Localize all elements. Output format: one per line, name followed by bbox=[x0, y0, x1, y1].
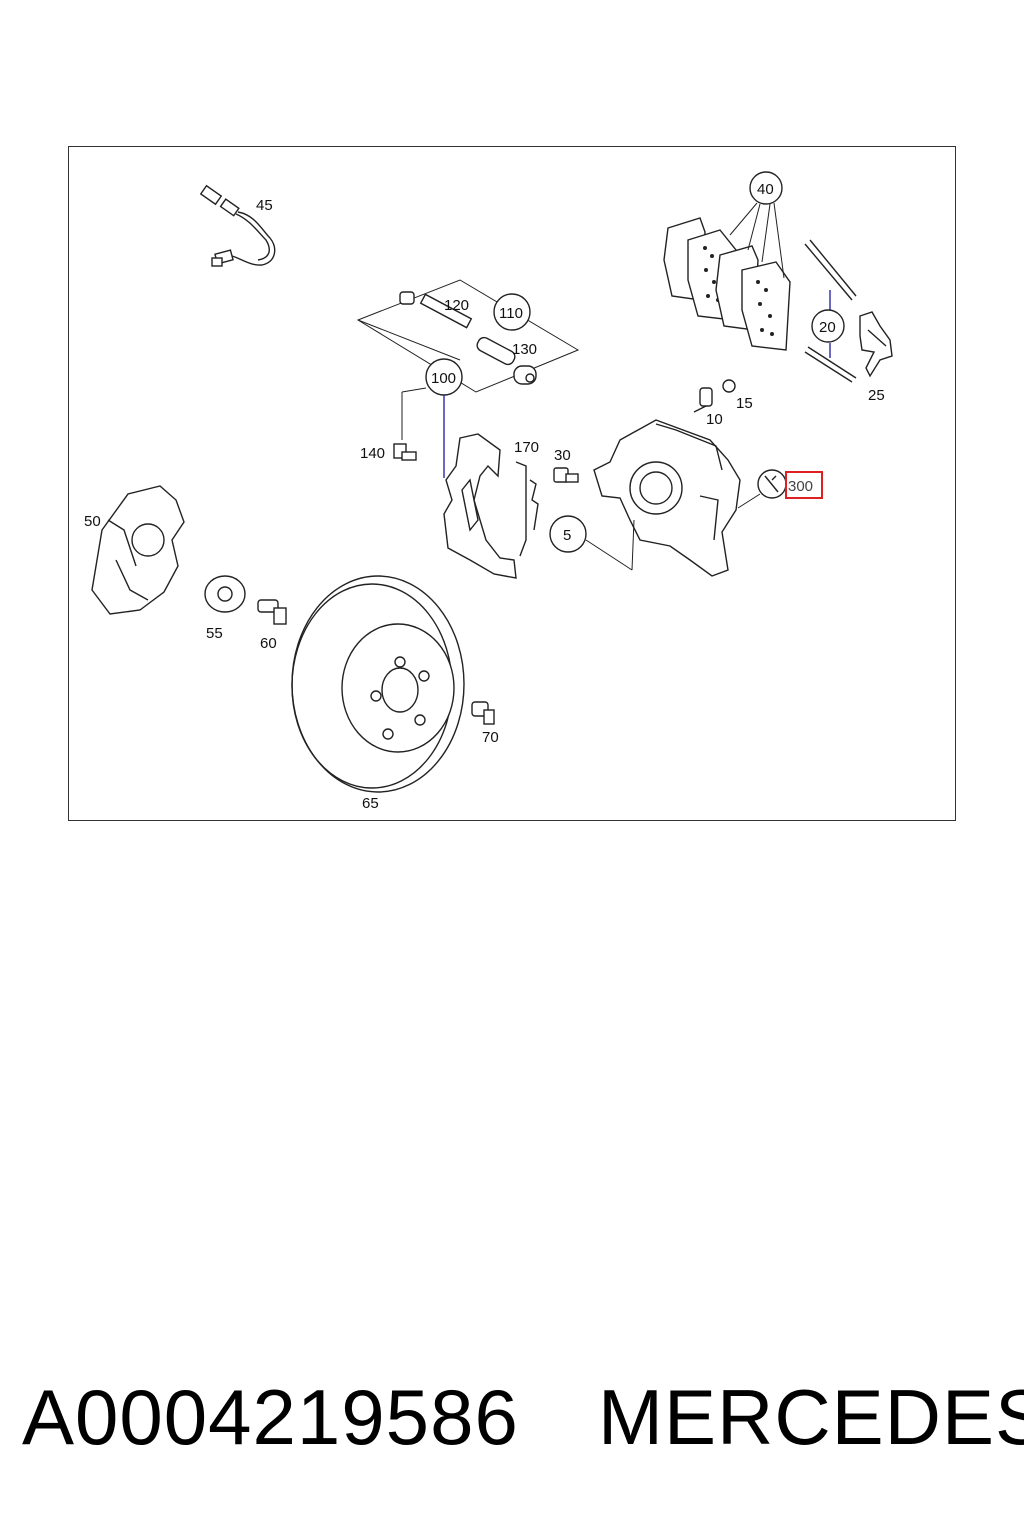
bolt-30-part bbox=[553, 467, 579, 483]
guide-pins-part bbox=[804, 239, 857, 383]
callout-100: 100 bbox=[431, 370, 456, 387]
callout-60: 60 bbox=[260, 635, 277, 652]
screw-70-part bbox=[471, 701, 495, 725]
anti-rattle-spring-part bbox=[515, 461, 539, 557]
callout-50: 50 bbox=[84, 513, 101, 530]
part-number: A0004219586 bbox=[22, 1373, 519, 1461]
screw-60-part bbox=[257, 599, 287, 625]
callout-65: 65 bbox=[362, 795, 379, 812]
brake-pads-part bbox=[663, 217, 791, 351]
callout-55: 55 bbox=[206, 625, 223, 642]
callout-130: 130 bbox=[512, 341, 537, 358]
dust-shield-part bbox=[91, 485, 185, 615]
callout-45: 45 bbox=[256, 197, 273, 214]
wrench-icon bbox=[757, 469, 787, 499]
caliper-body-part bbox=[593, 419, 741, 577]
callout-25: 25 bbox=[868, 387, 885, 404]
bolt-140-part bbox=[393, 443, 417, 461]
callout-300: 300 bbox=[788, 478, 813, 495]
highlight-box bbox=[785, 471, 823, 499]
brake-disc-part bbox=[291, 575, 465, 793]
wear-sensor-part bbox=[199, 184, 276, 267]
brand-name: MERCEDES bbox=[598, 1373, 1024, 1461]
callout-15: 15 bbox=[736, 395, 753, 412]
callout-120: 120 bbox=[444, 297, 469, 314]
callout-20: 20 bbox=[819, 319, 836, 336]
callout-140: 140 bbox=[360, 445, 385, 462]
callout-30: 30 bbox=[554, 447, 571, 464]
bleeder-valve-part bbox=[693, 379, 736, 413]
brake-parts-diagram: 45 40 20 25 bbox=[84, 171, 893, 812]
callout-40: 40 bbox=[757, 181, 774, 198]
washer-part bbox=[204, 575, 246, 613]
guide-bolt-kit-part bbox=[356, 279, 580, 393]
callout-70: 70 bbox=[482, 729, 499, 746]
caliper-carrier-part bbox=[443, 433, 517, 579]
callout-10: 10 bbox=[706, 411, 723, 428]
spring-clip-part bbox=[859, 311, 893, 378]
callout-5: 5 bbox=[563, 527, 571, 544]
callout-170: 170 bbox=[514, 439, 539, 456]
callout-110: 110 bbox=[499, 305, 523, 322]
